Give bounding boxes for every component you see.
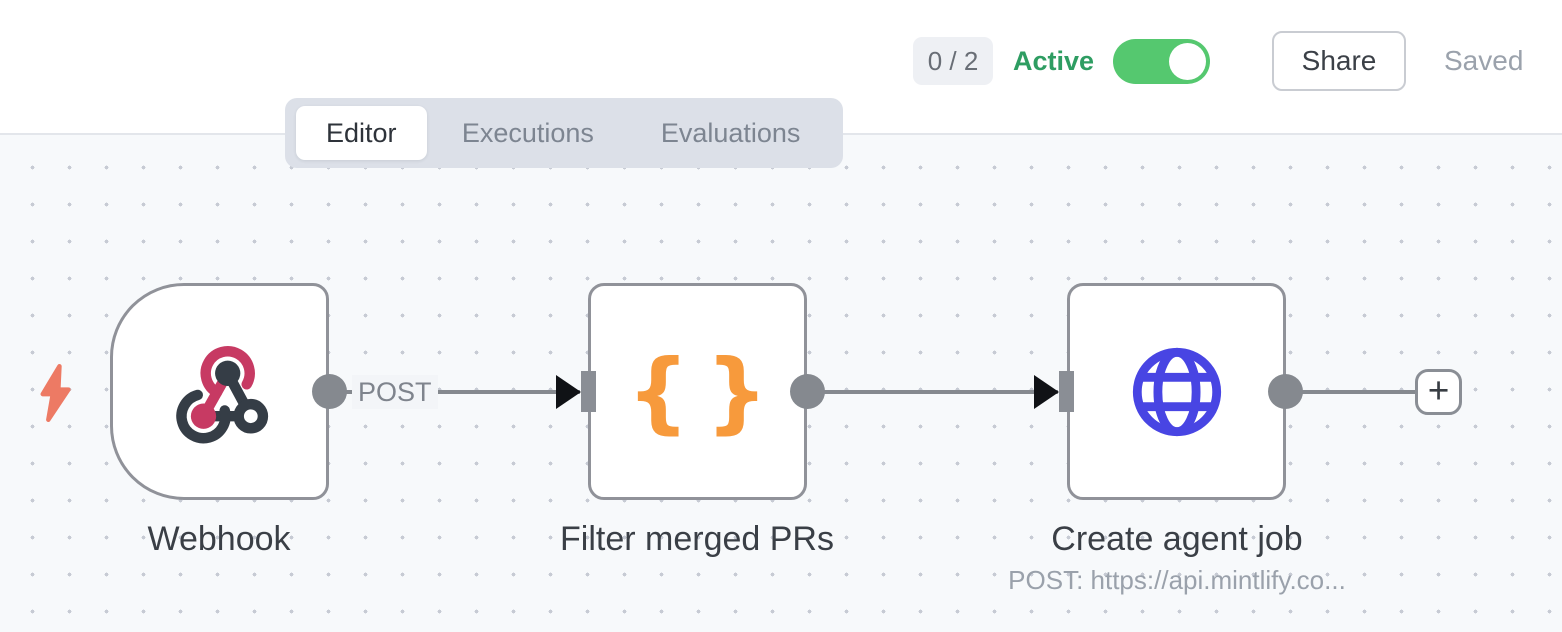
arrowhead-icon [1034,375,1059,409]
workflow-canvas[interactable]: {} POST + Webhook Filter merged PRs Crea… [0,135,1562,632]
tab-executions[interactable]: Executions [461,117,594,148]
share-button[interactable]: Share [1272,31,1406,91]
node-subtitle-http: POST: https://api.mintlify.co... [1008,565,1346,595]
node-title-http: Create agent job [1051,520,1303,558]
globe-icon [1132,347,1221,436]
connection-webhook-filter[interactable] [330,390,580,394]
output-handle-filter[interactable] [790,374,825,409]
workflow-active-toggle[interactable] [1113,39,1210,84]
view-tabs: Editor Executions Evaluations [285,98,843,168]
node-title-filter: Filter merged PRs [560,520,834,558]
connection-http-plus[interactable] [1286,390,1418,394]
add-node-button[interactable]: + [1415,369,1462,415]
curly-braces-icon: {} [626,339,785,443]
input-handle-http[interactable] [1059,371,1074,412]
connection-filter-http[interactable] [808,390,1058,394]
issues-counter-badge: 0 / 2 [913,37,993,85]
node-filter-merged-prs[interactable]: {} [588,283,807,500]
node-title-webhook: Webhook [147,520,291,558]
arrowhead-icon [556,375,581,409]
output-handle-webhook[interactable] [312,374,347,409]
tab-evaluations[interactable]: Evaluations [660,117,801,148]
active-label: Active [1013,45,1095,76]
connection-label-post: POST [352,375,438,409]
saved-status: Saved [1444,45,1524,76]
tab-editor[interactable]: Editor [296,106,427,160]
toggle-knob [1169,43,1206,80]
trigger-bolt-icon [40,364,71,422]
output-handle-http[interactable] [1268,374,1303,409]
webhook-icon [175,345,268,443]
node-webhook[interactable] [110,283,329,500]
node-create-agent-job[interactable] [1067,283,1286,500]
input-handle-filter[interactable] [581,371,596,412]
